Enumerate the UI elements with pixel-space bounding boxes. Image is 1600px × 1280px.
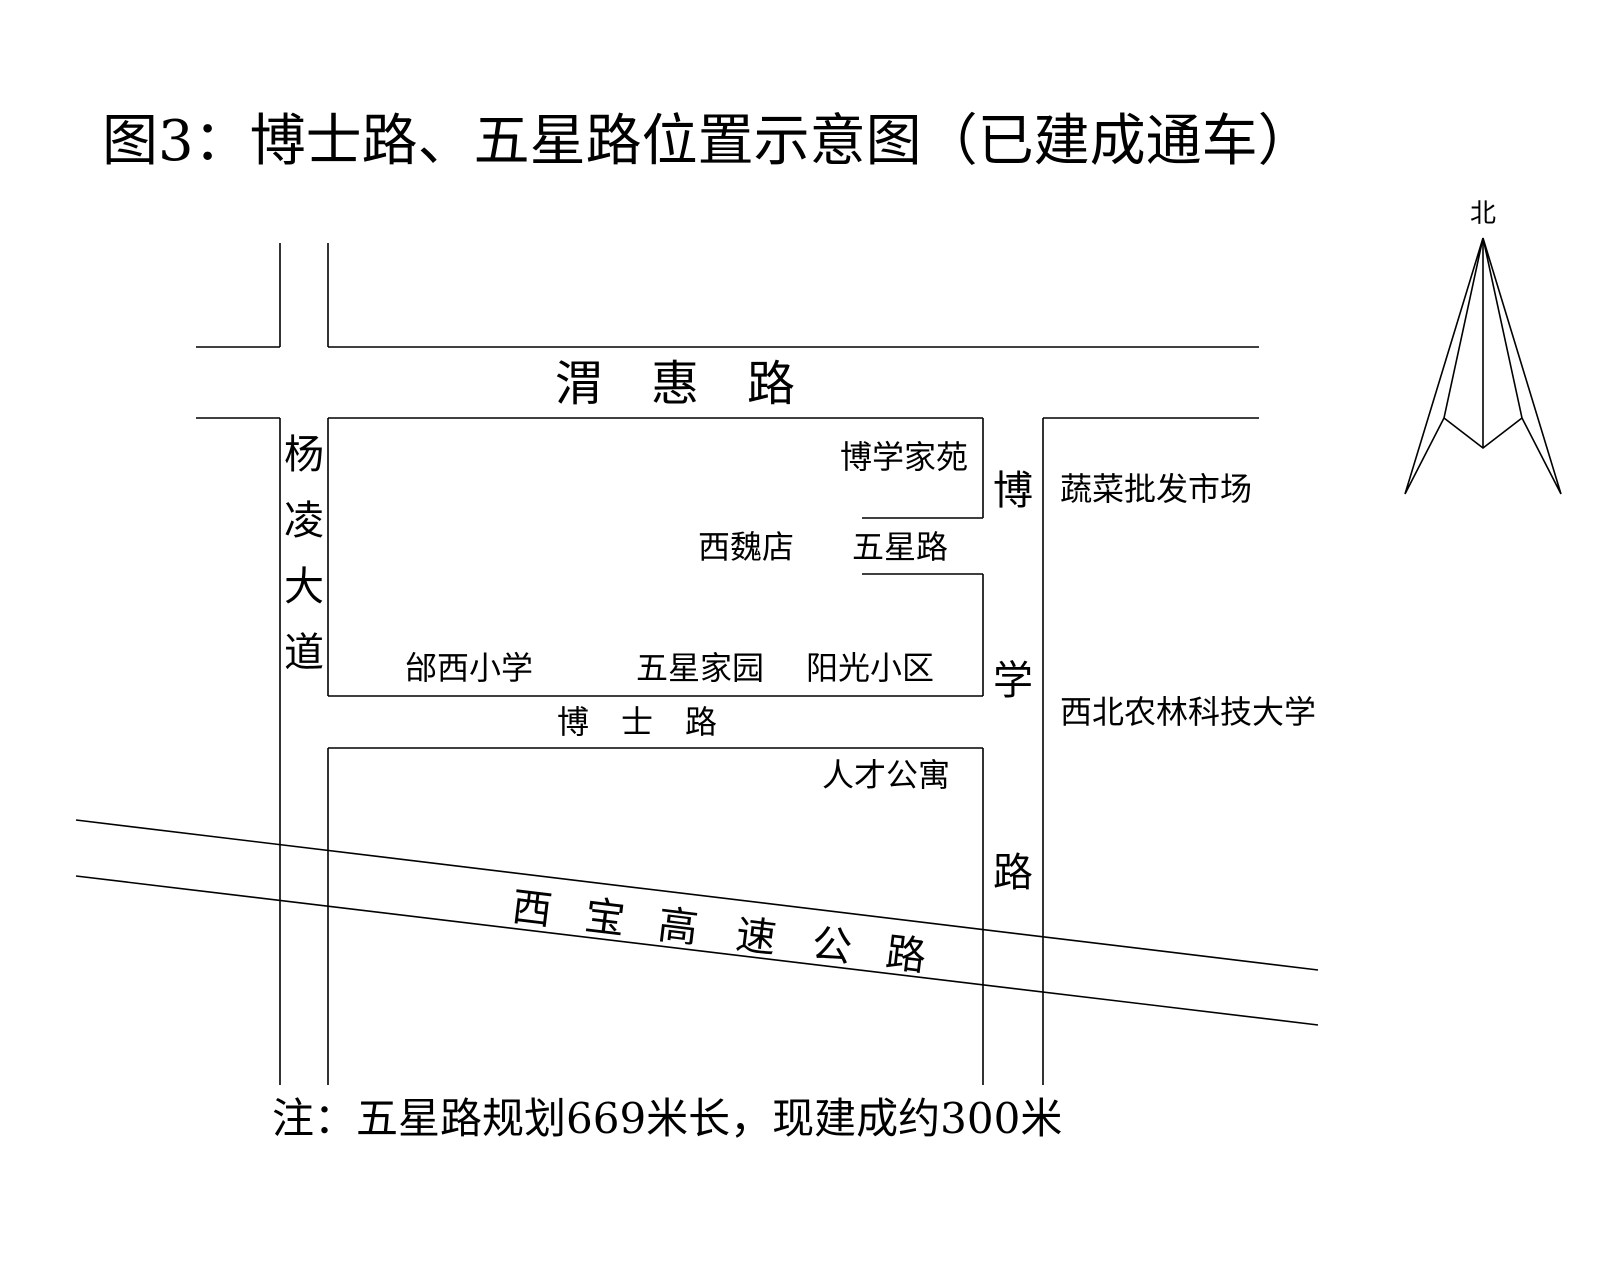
road-label-char: 博: [993, 468, 1033, 514]
road-label-char: 公: [809, 921, 854, 971]
road-wuxing: [862, 517, 983, 575]
road-label-char: 宝: [582, 893, 627, 943]
road-label-char: 道: [284, 630, 324, 676]
place-rencai-gongyu: 人才公寓: [822, 756, 950, 794]
north-arrow-icon: [1404, 237, 1562, 495]
road-label-char: 西: [509, 884, 554, 934]
road-label-char: 速: [733, 912, 778, 962]
map-title: 图3：博士路、五星路位置示意图（已建成通车）: [102, 109, 1314, 174]
road-label-weihui: 渭 惠 路: [555, 356, 795, 412]
place-shucai-market: 蔬菜批发市场: [1060, 470, 1252, 508]
road-label-xibao-highway: 西 宝 高 速 公 路: [509, 884, 928, 980]
road-label-char: 高: [655, 902, 700, 952]
road-label-char: 路: [993, 850, 1033, 896]
road-label-char: 大: [284, 564, 324, 610]
road-weihui: [196, 346, 1259, 419]
road-label-wuxing: 五星路: [852, 528, 948, 566]
road-label-yangling-dadao: 杨 凌 大 道: [284, 432, 324, 676]
place-boxue-jiayuan: 博学家苑: [840, 438, 968, 476]
road-label-boxue: 博 学 路: [993, 468, 1033, 896]
place-taixi-school: 邰西小学: [405, 649, 533, 687]
place-wuxing-jiayuan: 五星家园: [636, 649, 764, 687]
map-note: 注：五星路规划669米长，现建成约300米: [272, 1094, 1062, 1143]
place-nwafu: 西北农林科技大学: [1060, 693, 1316, 731]
road-label-char: 凌: [284, 498, 324, 544]
road-boxue: [982, 418, 1044, 1085]
road-label-char: 路: [883, 930, 928, 980]
north-label: 北: [1470, 199, 1496, 229]
road-yangling-dadao: [279, 243, 329, 1085]
place-xiweidian: 西魏店: [698, 528, 794, 566]
road-label-char: 杨: [284, 432, 324, 478]
road-label-boshi: 博 士 路: [557, 703, 717, 741]
road-xibao-highway: [75, 819, 1319, 1026]
road-label-char: 学: [993, 658, 1033, 704]
road-boshi: [328, 695, 983, 749]
place-yangguang-xiaoqu: 阳光小区: [806, 649, 934, 687]
